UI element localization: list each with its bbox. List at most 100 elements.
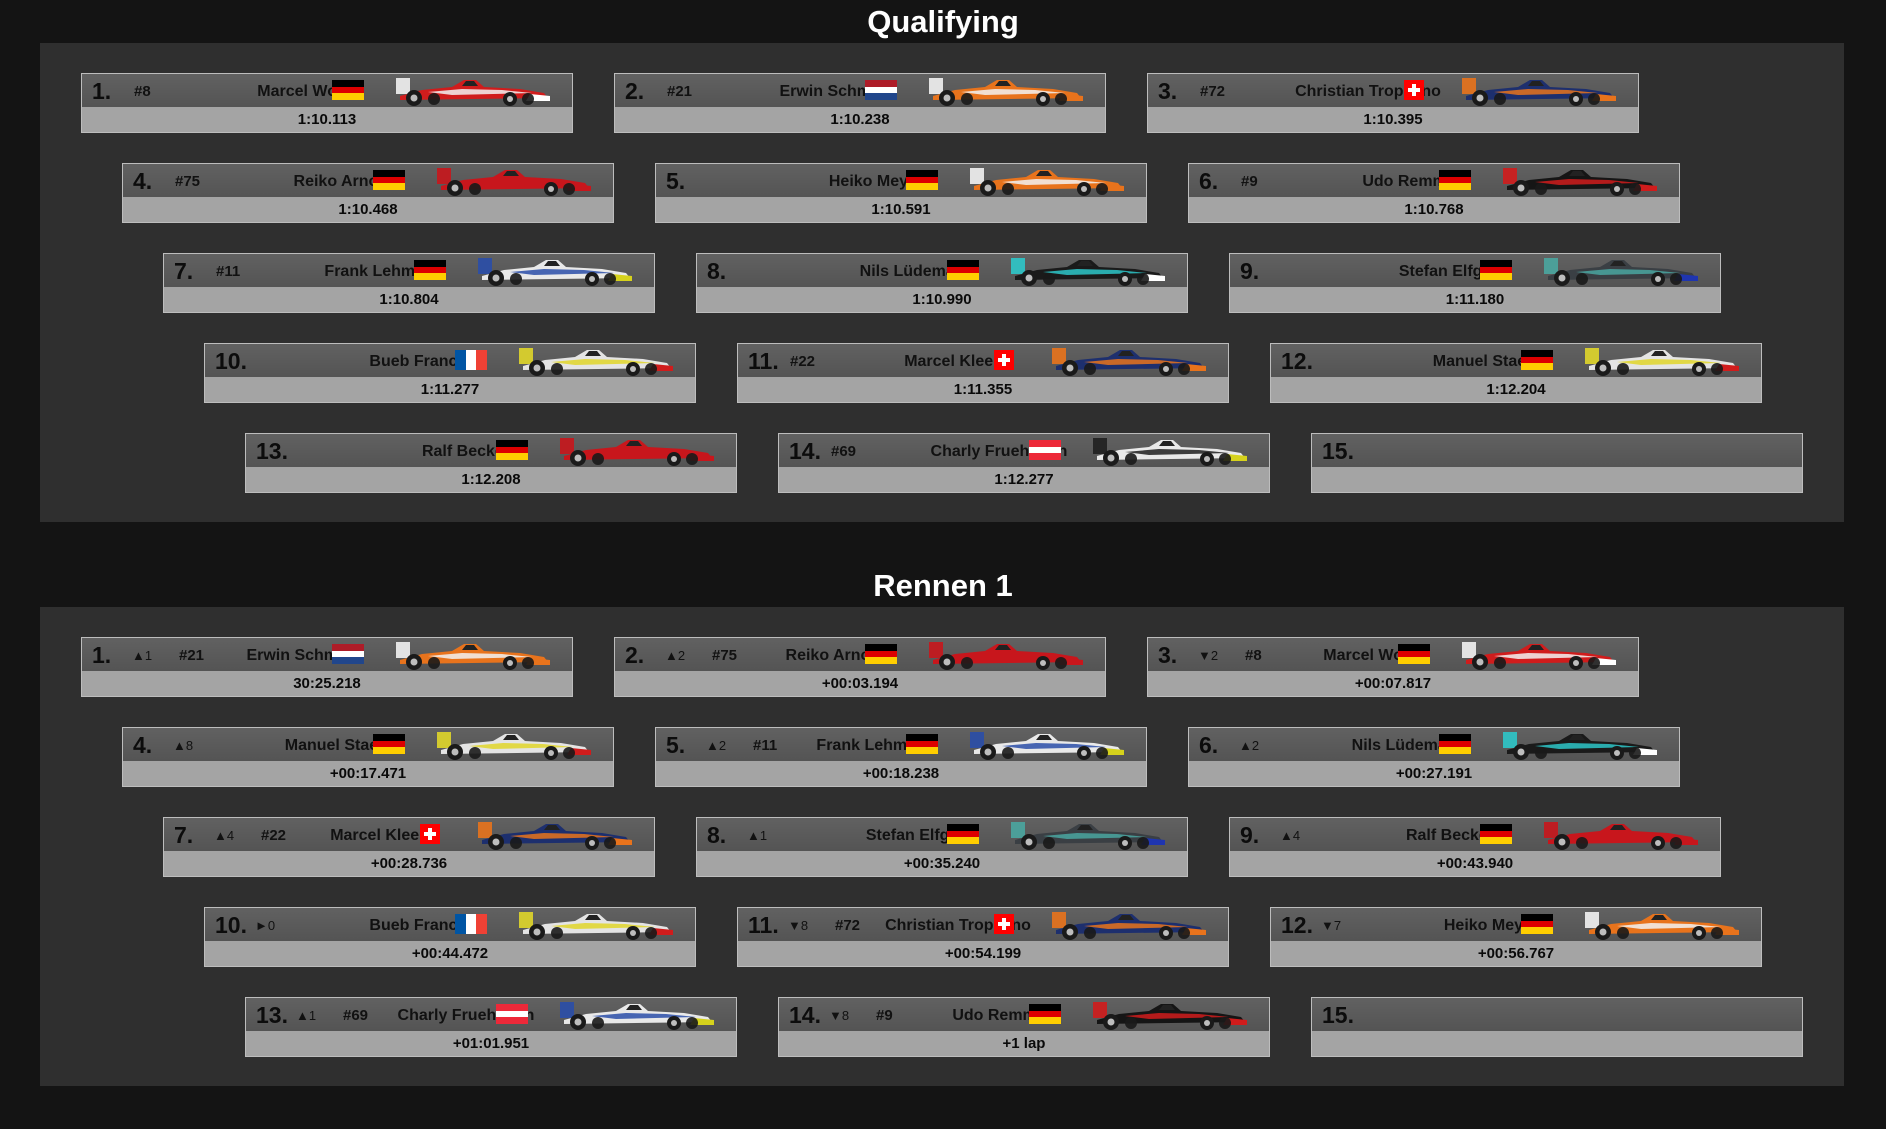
flag-de-icon (414, 260, 446, 280)
lap-time: +00:35.240 (697, 851, 1187, 876)
race-car-icon (1581, 908, 1741, 941)
driver-name: Marcel Wolf (1323, 647, 1413, 664)
position-change: ▲8 (173, 738, 194, 753)
flag-at-icon (1029, 440, 1061, 460)
lap-time: +00:54.199 (738, 941, 1228, 966)
race-car-icon (966, 728, 1126, 761)
position-number: 1. (92, 642, 112, 668)
car-number: #21 (179, 647, 205, 664)
lap-time: +1 lap (779, 1031, 1269, 1056)
position-number: 11. (748, 348, 779, 374)
lap-time: +00:28.736 (164, 851, 654, 876)
flag-de-icon (947, 824, 979, 844)
position-change: ▼8 (829, 1008, 850, 1023)
card-header: 8. Nils Lüdemann (697, 254, 1187, 287)
position-number: 13. (256, 438, 288, 464)
flag-de-icon (1029, 1004, 1061, 1024)
flag-de-icon (1521, 914, 1553, 934)
driver-name: Bueb Francois (369, 353, 481, 370)
race-car-icon (433, 728, 593, 761)
race-car-icon (966, 164, 1126, 197)
lap-time: 30:25.218 (82, 671, 572, 696)
driver-name: Heiko Meyer (1443, 917, 1539, 934)
driver-name: Heiko Meyer (828, 173, 924, 190)
race-car-icon (1089, 434, 1249, 467)
qualifying-title: Qualifying (867, 4, 1019, 39)
car-number: #9 (876, 1007, 893, 1024)
driver-name: Charly Fruehwirth (930, 443, 1068, 460)
race-car-icon (474, 818, 634, 851)
flag-nl-icon (332, 644, 364, 664)
lap-time: 1:10.395 (1148, 107, 1638, 132)
driver-name: Udo Remme (952, 1007, 1046, 1024)
driver-name: Reiko Arnold (785, 647, 885, 664)
lap-time: 1:10.768 (1189, 197, 1679, 222)
position-change: ▼7 (1321, 918, 1342, 933)
race-car-icon (1499, 728, 1659, 761)
race-car-icon (1581, 344, 1741, 377)
position-change: ▲2 (1239, 738, 1260, 753)
position-number: 2. (625, 642, 645, 668)
driver-name: Marcel Wolf (257, 83, 347, 100)
driver-name: Stefan Elfgen (865, 827, 969, 844)
car-number: #69 (343, 1007, 369, 1024)
driver-name: Manuel Staedel (1432, 353, 1550, 370)
position-change: ▲1 (747, 828, 768, 843)
position-number: 14. (789, 438, 821, 464)
lap-time: +00:27.191 (1189, 761, 1679, 786)
driver-name: Manuel Staedel (284, 737, 402, 754)
driver-name: Nils Lüdemann (859, 263, 975, 280)
flag-de-icon (373, 170, 405, 190)
race-car-icon (1007, 818, 1167, 851)
driver-name: Frank Lehmann (324, 263, 444, 280)
lap-time (1312, 467, 1802, 492)
card-header: 12.Manuel Staedel (1271, 344, 1761, 377)
car-number: #72 (1200, 83, 1226, 100)
position-number: 5. (666, 168, 686, 194)
flag-nl-icon (865, 80, 897, 100)
driver-name: Marcel Kleene (330, 827, 438, 844)
race-car-icon (925, 74, 1085, 107)
lap-time: +00:43.940 (1230, 851, 1720, 876)
position-number: 8. (707, 258, 727, 284)
flag-de-icon (1521, 350, 1553, 370)
race-car-icon (392, 74, 552, 107)
lap-time: +00:17.471 (123, 761, 613, 786)
car-number: #75 (175, 173, 201, 190)
position-number: 3. (1158, 78, 1178, 104)
position-number: 1. (92, 78, 112, 104)
position-number: 15. (1322, 1002, 1354, 1028)
race-car-icon (1540, 818, 1700, 851)
position-number: 10. (215, 912, 247, 938)
race-car-icon (392, 638, 552, 671)
position-change: ►0 (255, 918, 276, 933)
race-car-icon (1540, 254, 1700, 287)
position-change: ▲2 (665, 648, 686, 663)
lap-time: 1:12.277 (779, 467, 1269, 492)
race-car-icon (1048, 908, 1208, 941)
position-number: 5. (666, 732, 686, 758)
lap-time: 1:10.113 (82, 107, 572, 132)
race-car-icon (925, 638, 1085, 671)
lap-time: 1:11.180 (1230, 287, 1720, 312)
